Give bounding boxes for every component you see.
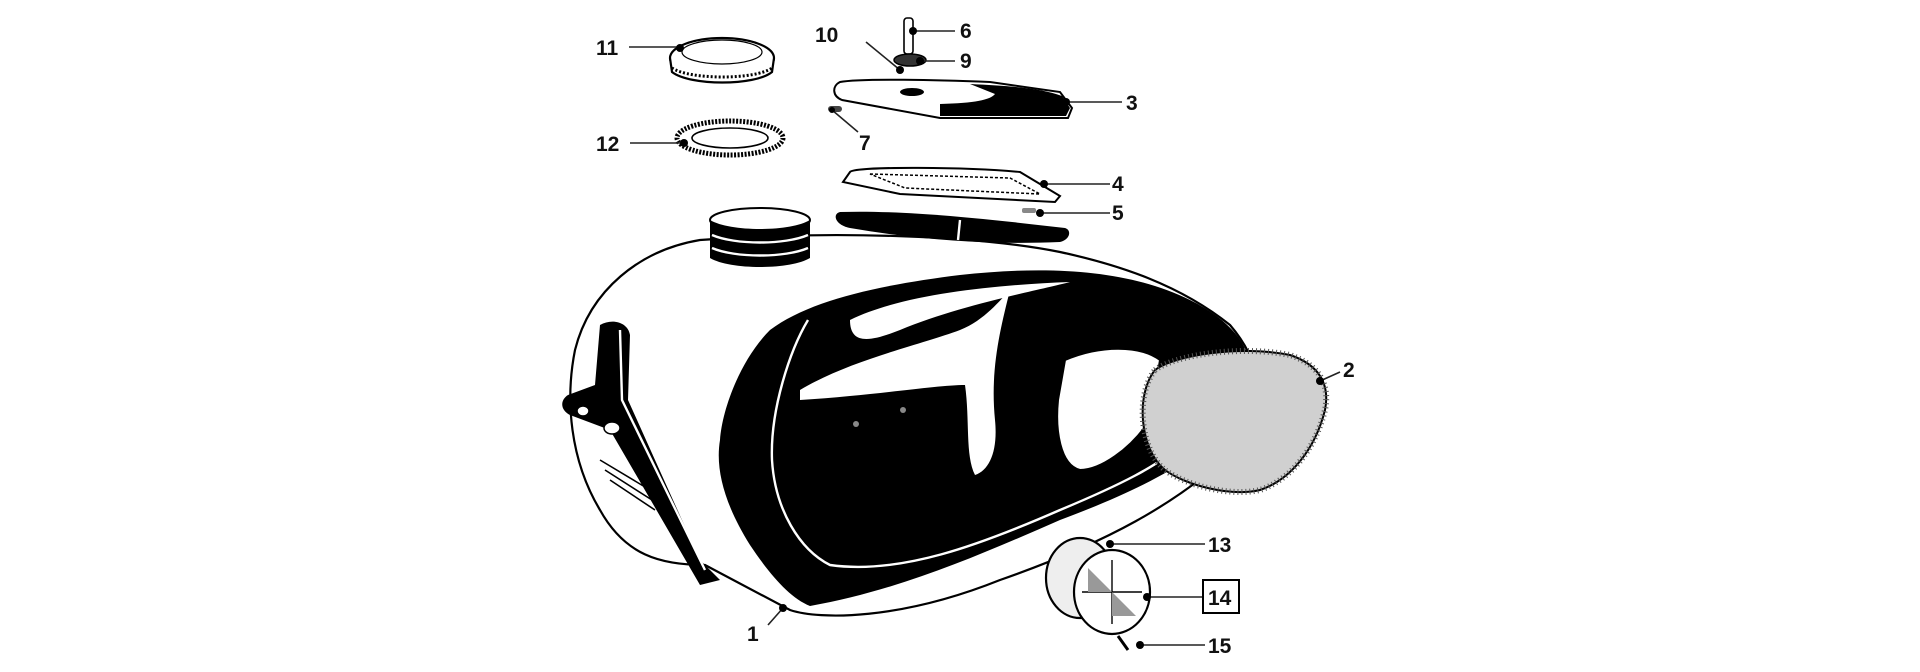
callout-6[interactable]: 6 [909,20,972,43]
cover-gasket[interactable] [841,166,1062,204]
callout-label-2: 2 [1343,359,1355,382]
callout-1[interactable]: 1 [747,604,787,646]
filler-cap[interactable] [668,36,776,84]
cap-seal-ring[interactable] [674,118,786,158]
fuel-tank[interactable] [562,207,1261,617]
callout-13[interactable]: 13 [1106,534,1231,557]
callout-4[interactable]: 4 [1040,173,1124,196]
callout-label-9: 9 [960,50,972,73]
callout-11[interactable]: 11 [596,37,684,60]
tank-emblem[interactable] [1072,548,1152,636]
callout-label-5: 5 [1112,202,1124,225]
knee-pad[interactable] [1139,348,1330,496]
callout-label-11: 11 [596,37,619,60]
callout-5[interactable]: 5 [1036,202,1124,225]
callout-label-3: 3 [1126,92,1138,115]
callout-2[interactable]: 2 [1316,359,1355,385]
callout-label-7: 7 [859,132,871,155]
filler-neck [709,207,811,267]
bolt[interactable] [903,17,914,55]
highlight-box [1202,579,1240,614]
small-screw[interactable] [1022,208,1036,213]
callout-10[interactable]: 10 [815,24,904,74]
callout-12[interactable]: 12 [596,133,688,156]
callout-label-10: 10 [815,24,838,47]
callout-label-1: 1 [747,623,759,646]
emblem-screw[interactable] [1116,635,1130,651]
callout-7[interactable]: 7 [829,107,871,155]
callout-label-14: 14 [1208,587,1232,610]
callout-label-15: 15 [1208,635,1232,658]
callout-label-6: 6 [960,20,972,43]
callout-15[interactable]: 15 [1136,635,1232,658]
callout-label-13: 13 [1208,534,1231,557]
callout-9[interactable]: 9 [916,50,972,73]
callout-label-12: 12 [596,133,619,156]
callout-label-4: 4 [1112,173,1124,196]
callout-3[interactable]: 3 [1062,92,1138,115]
tank-cover-plate[interactable] [833,78,1074,119]
callout-14[interactable]: 14 [1143,579,1240,614]
